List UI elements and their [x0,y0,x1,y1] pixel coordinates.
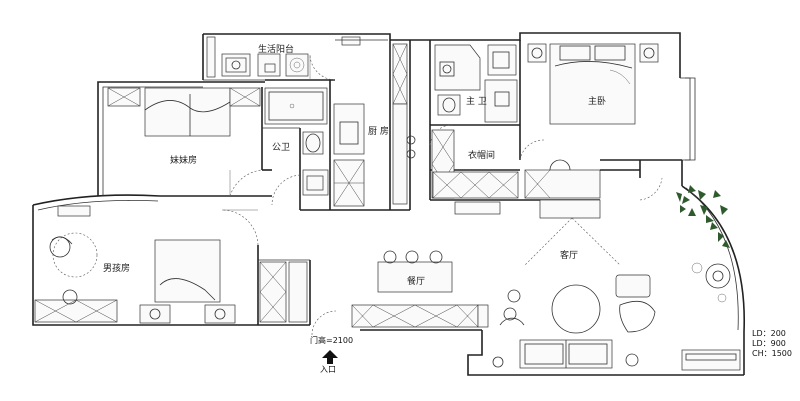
lighting-ld1: LD：200 [752,329,786,338]
public-bath-fixtures [264,87,329,196]
exterior-walls [32,32,746,376]
dining-furniture [351,250,489,328]
kitchen-fixtures [333,43,455,207]
room-label-sister-room: 妹妹房 [170,156,198,166]
lighting-ch: CH：1500 [752,349,792,358]
room-label-boy-room: 男孩房 [103,264,131,274]
room-label-balcony: 生活阳台 [258,45,295,55]
lighting-ld2: LD：900 [752,339,786,348]
living-room-furniture [492,199,741,371]
plant-decor [676,185,730,248]
balcony-fixtures [206,36,388,78]
room-label-dining: 餐厅 [407,277,426,287]
closet-wardrobes [432,171,519,215]
interior-walls [203,40,682,325]
door-height-note: 门高=2100 [310,336,354,345]
room-label-master-bath: 主 卫 [466,97,487,107]
entry-label: 入口 [320,365,336,374]
room-label-master-bed: 主卧 [588,97,607,107]
master-bedroom-furniture [524,43,659,199]
room-label-public-bath: 公卫 [272,143,291,153]
boy-room-furniture [34,205,308,324]
entry-arrow-icon [322,350,338,364]
master-bath-fixtures [434,44,518,123]
room-label-living: 客厅 [560,251,579,261]
room-label-kitchen: 厨 房 [368,127,389,137]
sister-room-furniture [107,87,261,137]
room-label-closet: 衣帽间 [468,151,496,161]
